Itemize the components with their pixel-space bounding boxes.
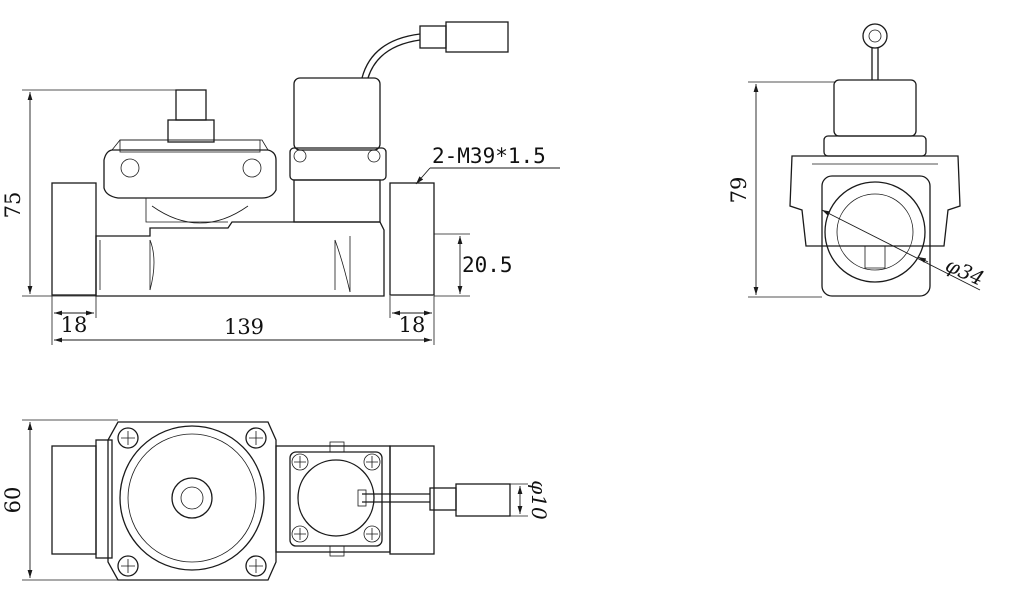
ring-terminal: [862, 23, 888, 49]
side-housing: [789, 155, 961, 247]
screw-s4: [363, 525, 381, 543]
top-left-thread: [51, 445, 97, 555]
left-thread: [51, 182, 97, 296]
height-75-label: 75: [1, 192, 25, 219]
screw-s2: [363, 453, 381, 471]
side-dimensions: 79 φ34: [727, 81, 988, 298]
top-view: [51, 421, 511, 581]
right-thread: [389, 182, 435, 296]
top-connector: [455, 483, 511, 517]
front-view: [51, 21, 509, 297]
side-view: [789, 23, 961, 297]
top-dimensions: 60 φ10: [1, 419, 551, 581]
thread-spec-label: 2-M39*1.5: [432, 144, 546, 168]
screw-tr: [245, 427, 267, 449]
port-height-label: 20.5: [462, 253, 513, 277]
diameter-34-label: φ34: [942, 253, 988, 291]
diaphragm-cover: [103, 149, 277, 199]
screw-br: [245, 555, 267, 577]
thread-left-label: 18: [61, 313, 88, 337]
connector: [445, 21, 509, 53]
front-dimensions: 75 18 139 18 20.5 2-M39*1.5: [1, 89, 560, 345]
side-body: [821, 175, 931, 297]
screw-tl: [117, 427, 139, 449]
screw-s1: [291, 453, 309, 471]
screw-bl: [117, 555, 139, 577]
side-solenoid: [833, 79, 917, 137]
length-139-label: 139: [224, 315, 264, 339]
cable: [361, 33, 421, 79]
diaphragm-circle: [119, 425, 265, 571]
solenoid-top: [289, 451, 383, 547]
top-right-thread: [389, 445, 435, 555]
solenoid-coil: [293, 77, 381, 151]
top-housing: [107, 421, 277, 581]
width-60-label: 60: [1, 487, 25, 514]
valve-body: [95, 221, 385, 297]
top-knob: [175, 89, 207, 121]
height-79-label: 79: [727, 177, 751, 204]
thread-right-label: 18: [399, 313, 426, 337]
screw-s3: [291, 525, 309, 543]
port-circle: [824, 181, 926, 283]
cable-diameter-label: φ10: [527, 480, 551, 520]
